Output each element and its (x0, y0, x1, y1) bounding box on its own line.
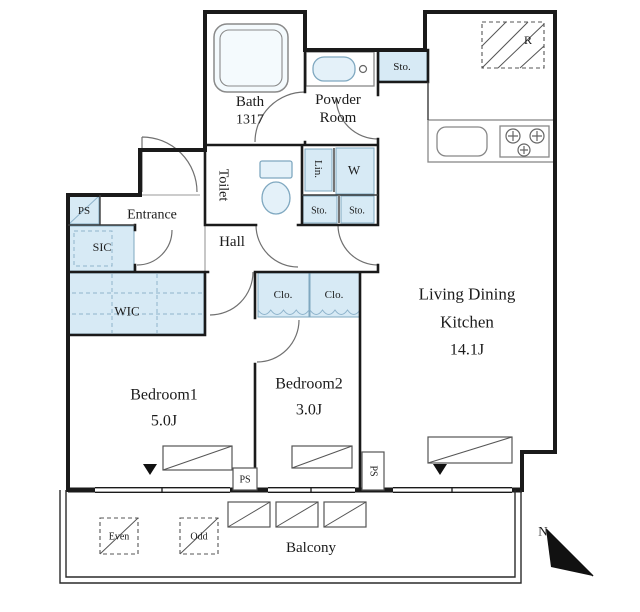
hatch-odd-label: Odd (190, 532, 207, 543)
hatch-even-diagonal (99, 517, 139, 555)
hall-label: Hall (219, 234, 245, 250)
storage-left-label: Sto. (311, 206, 327, 217)
shoe-closet-fill (68, 225, 135, 272)
entrance-label: Entrance (127, 208, 177, 223)
refrigerator-label: R (524, 33, 532, 47)
toilet-door-arc (255, 224, 299, 268)
bedroom1-window (95, 487, 230, 493)
compass: N (538, 524, 594, 577)
washer-fill (335, 147, 375, 195)
balcony-rail-outer (59, 490, 522, 584)
balcony-structure (59, 490, 522, 584)
bedroom2-size: 3.0J (296, 402, 322, 419)
storage-right-fill (340, 195, 375, 224)
exterior-wall (66, 10, 557, 492)
powder-door-arc (335, 96, 379, 140)
evacuation-hatch-even (99, 517, 139, 555)
bedroom1-size: 5.0J (151, 413, 177, 430)
labels: Bath 1317 Powder Room Sto. R Toilet Lin.… (78, 33, 532, 556)
hatch-even-label: Even (109, 532, 130, 543)
storage-top-label: Sto. (393, 61, 411, 73)
balcony-units (227, 501, 367, 528)
sic-door-arc (136, 229, 173, 266)
ldk-label-2: Kitchen (440, 313, 494, 332)
stove-burners (505, 128, 545, 157)
toilet-bowl (261, 181, 291, 215)
pipe-space-top-label: PS (78, 205, 90, 217)
balcony-rail-inner (65, 490, 516, 578)
walls (66, 10, 557, 493)
powder-room-label-1: Powder (315, 92, 361, 108)
fixtures (213, 23, 556, 215)
closet-hanger-scallops (257, 309, 361, 315)
entrance-door-arc (141, 136, 198, 193)
pipe-space-bottom-right-label: PS (368, 465, 379, 476)
vanity-faucet (358, 64, 368, 74)
bedroom1-door-arc (209, 271, 254, 316)
room-symbols (143, 436, 513, 475)
hatch-odd-diagonal (179, 517, 219, 555)
partition-walls (68, 82, 429, 226)
sic-label: SIC (93, 240, 112, 254)
bathtub-inner (219, 29, 283, 87)
door-arcs (136, 91, 379, 363)
ldk-window (393, 487, 512, 493)
compass-needle (546, 529, 593, 576)
bedroom2-door-arc (256, 319, 300, 363)
bath-size: 1317 (236, 113, 264, 128)
toilet-label: Toilet (216, 169, 231, 202)
kitchen-sink (436, 126, 488, 157)
washer-label: W (348, 163, 361, 178)
pipe-space-bottom-left-label: PS (239, 475, 250, 486)
powder-room-label-2: Room (320, 110, 357, 126)
linen-label: Lin. (312, 160, 324, 178)
shoe-closet-shelf (73, 230, 113, 267)
wic-label: WIC (114, 304, 139, 319)
hall-ldk-door-arc (337, 224, 379, 266)
walk-in-closet-shelves (72, 274, 202, 333)
balcony-label: Balcony (286, 540, 336, 556)
refrigerator-box (481, 21, 545, 69)
bedroom1-label: Bedroom1 (130, 387, 198, 404)
closet-left-label: Clo. (274, 289, 293, 301)
ldk-size: 14.1J (450, 342, 484, 359)
bedroom2-label: Bedroom2 (275, 376, 343, 393)
pipe-space-bottom-right-box (361, 451, 385, 491)
linen-fill (304, 148, 333, 192)
closet-fills (68, 50, 428, 335)
windows (95, 487, 512, 493)
refrigerator-space (481, 21, 545, 69)
vanity-basin (312, 56, 356, 82)
refrigerator-hatch (481, 21, 545, 69)
pipe-space-hatch (68, 195, 100, 225)
storage-right-label: Sto. (349, 206, 365, 217)
bath-door-arc (254, 91, 306, 143)
bathtub (213, 23, 289, 93)
closet-right-label: Clo. (325, 289, 344, 301)
ldk-label-1: Living Dining (419, 285, 516, 304)
bath-label: Bath (236, 94, 265, 110)
pipe-space-bottom-left-box (232, 467, 258, 491)
interior-walls (66, 48, 430, 492)
opening-marker-ldk (433, 464, 447, 475)
toilet-tank (259, 160, 293, 179)
compass-north-label: N (538, 524, 548, 539)
opening-marker-bedroom1 (143, 464, 157, 475)
storage-left-fill (302, 195, 338, 224)
bedroom2-window (268, 487, 355, 493)
evacuation-hatch-odd (179, 517, 219, 555)
